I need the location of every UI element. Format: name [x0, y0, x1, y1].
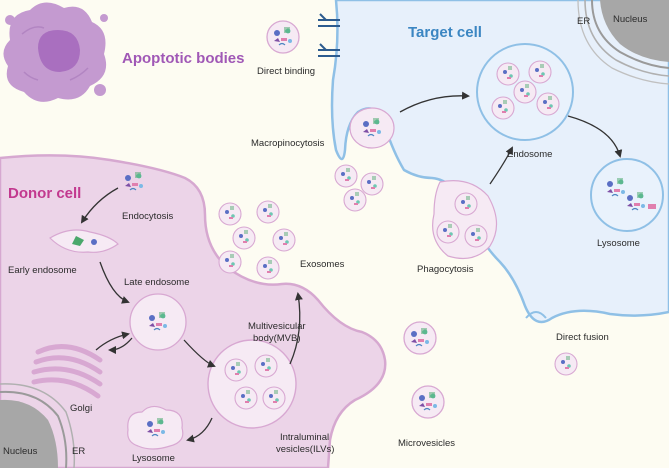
arrow-early-to-late: [99, 261, 130, 304]
donor-nucleus: [0, 383, 76, 469]
apoptotic-body: [3, 2, 108, 102]
target-lysosome: [590, 158, 664, 232]
direct-fusion-label: Direct fusion: [556, 332, 609, 343]
golgi-apparatus: [31, 344, 103, 399]
pathway-arrows: [80, 91, 623, 443]
donor-lysosome: [127, 405, 184, 450]
late-endosome: [129, 293, 187, 351]
er-donor-label: ER: [72, 446, 85, 457]
nucleus-target-label: Nucleus: [613, 14, 648, 25]
arrow-mvb-to-lysosome: [186, 417, 213, 443]
direct-binding-illustration: [267, 13, 340, 57]
phagocytosis-label: Phagocytosis: [417, 264, 474, 275]
macropinocytosis-illustration: [334, 107, 395, 212]
exosomes-label: Exosomes: [300, 259, 345, 270]
target-cell-title: Target cell: [408, 24, 482, 41]
target-endosome: [476, 43, 574, 141]
arrow-endocytosis: [80, 187, 119, 224]
arrow-phago-endosome: [489, 146, 513, 185]
mvb-label-line2: body(MVB): [253, 333, 301, 344]
multivesicular-body: [207, 339, 297, 429]
apoptotic-bodies-title: Apoptotic bodies: [122, 50, 245, 67]
golgi-label: Golgi: [70, 403, 92, 414]
lysosome-target-label: Lysosome: [597, 238, 640, 249]
macropinocytosis-label: Macropinocytosis: [251, 138, 325, 149]
lysosome-donor-label: Lysosome: [132, 453, 175, 464]
microvesicles-label: Microvesicles: [398, 438, 455, 449]
nucleus-donor-label: Nucleus: [3, 446, 38, 457]
direct-fusion-illustration: [525, 311, 578, 376]
target-cell: [330, 0, 669, 324]
direct-binding-label: Direct binding: [257, 66, 315, 77]
er-target-label: ER: [577, 16, 590, 27]
arrow-mvb-to-exosomes: [289, 292, 303, 365]
endocytosis-label: Endocytosis: [122, 211, 173, 222]
early-endosome: [49, 229, 119, 253]
arrow-late-to-golgi: [108, 337, 133, 354]
ilv-label-line2: vesicles(ILVs): [276, 444, 334, 455]
early-endosome-label: Early endosome: [8, 265, 77, 276]
phagocytosis-illustration: [432, 180, 498, 259]
arrow-late-to-mvb: [183, 339, 216, 368]
mvb-label-line1: Multivesicular: [248, 321, 306, 332]
donor-cell-title: Donor cell: [8, 185, 81, 202]
late-endosome-label: Late endosome: [124, 277, 190, 288]
arrow-to-lysosome: [567, 115, 623, 158]
ilv-label-line1: Intraluminal: [280, 432, 329, 443]
arrow-to-endosome: [399, 91, 470, 113]
target-nucleus: [577, 0, 669, 85]
arrow-golgi-to-late: [95, 331, 130, 351]
endosome-label: Endosome: [507, 149, 552, 160]
